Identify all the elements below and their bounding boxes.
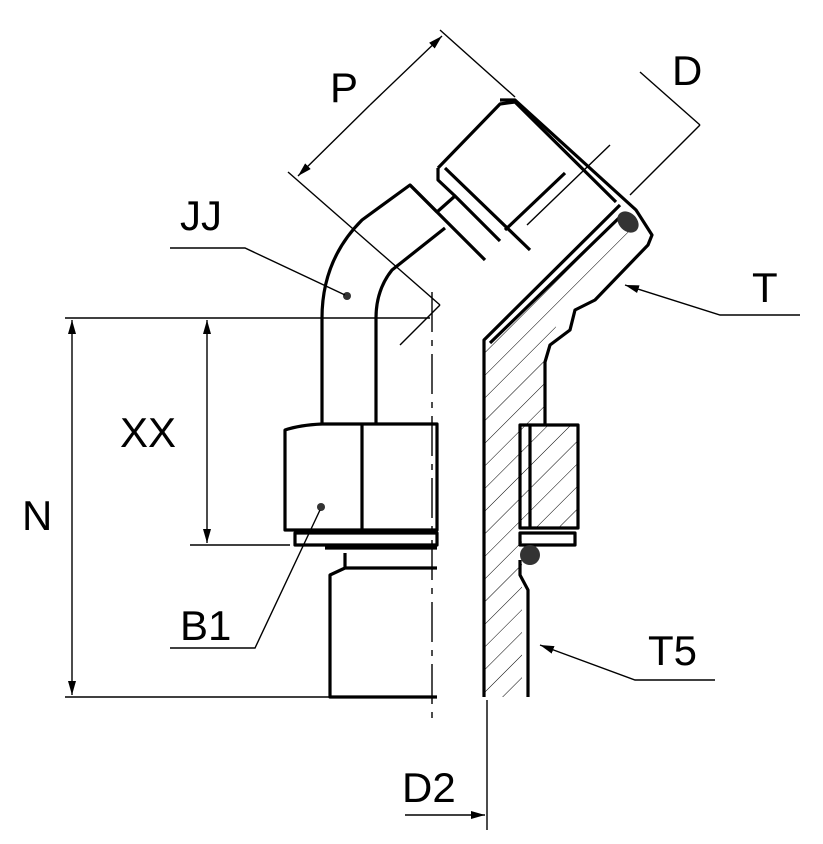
label-t5: T5 bbox=[648, 627, 697, 674]
label-t: T bbox=[752, 264, 778, 311]
label-b1: B1 bbox=[180, 602, 231, 649]
fitting-section bbox=[482, 98, 654, 697]
label-d: D bbox=[672, 47, 702, 94]
label-xx: XX bbox=[120, 409, 176, 456]
label-d2: D2 bbox=[402, 764, 456, 811]
dimensions bbox=[65, 29, 800, 830]
fitting-exterior bbox=[283, 100, 618, 699]
label-n: N bbox=[22, 492, 52, 539]
label-jj: JJ bbox=[180, 192, 222, 239]
label-p: P bbox=[330, 64, 358, 111]
